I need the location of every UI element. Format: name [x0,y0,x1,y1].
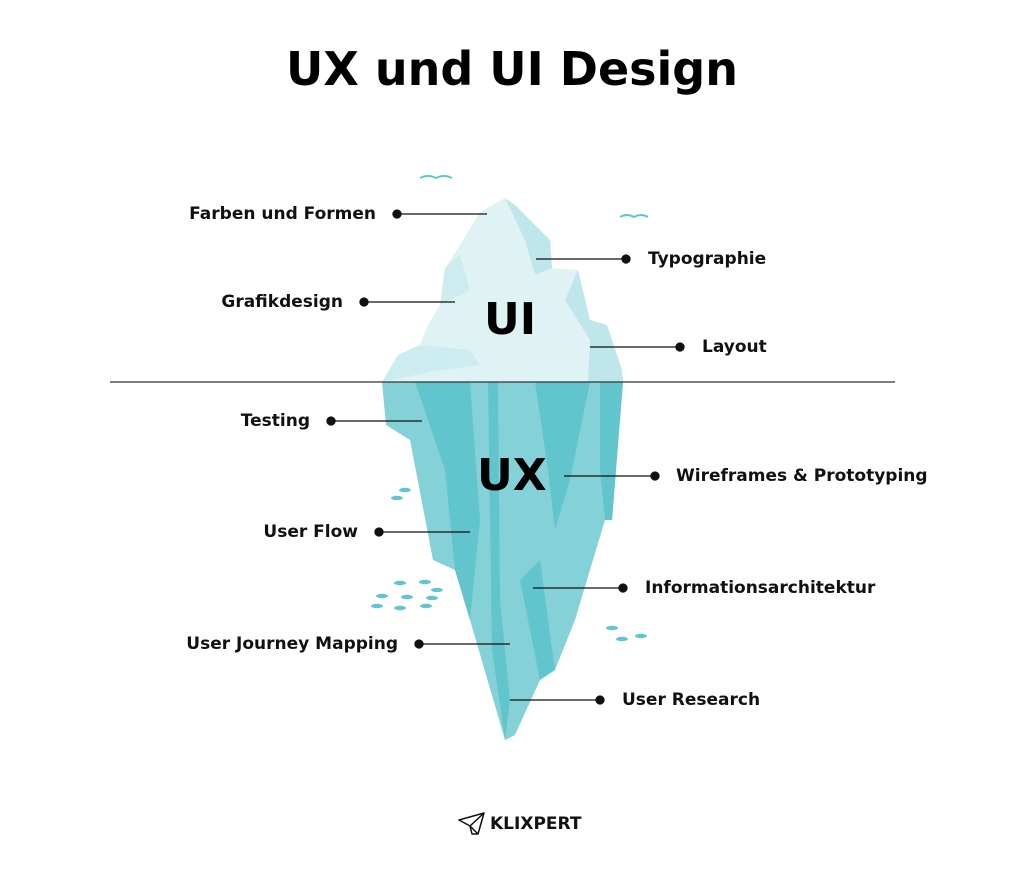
label-informationsarchitektur: Informationsarchitektur [645,578,876,598]
brand-logo: KLIXPERT [458,812,581,836]
iceberg-top [382,198,623,382]
label-user-flow: User Flow [263,522,358,542]
ui-label: UI [484,294,537,345]
label-testing: Testing [240,411,310,431]
label-user-journey-mapping: User Journey Mapping [186,634,398,654]
fish-school-icon [371,487,647,642]
bird-icon [419,175,453,180]
bird-icon [619,214,649,219]
paper-plane-logo-icon [458,812,485,835]
label-wireframes-prototyping: Wireframes & Prototyping [676,466,928,486]
brand-name: KLIXPERT [490,814,582,834]
leader-lines [326,209,685,705]
label-user-research: User Research [622,690,761,710]
label-typographie: Typographie [648,249,767,269]
label-grafikdesign: Grafikdesign [221,292,343,312]
ux-label: UX [477,450,547,501]
label-layout: Layout [702,337,767,357]
label-farben-und-formen: Farben und Formen [189,204,376,224]
page-title: UX und UI Design [286,42,738,96]
